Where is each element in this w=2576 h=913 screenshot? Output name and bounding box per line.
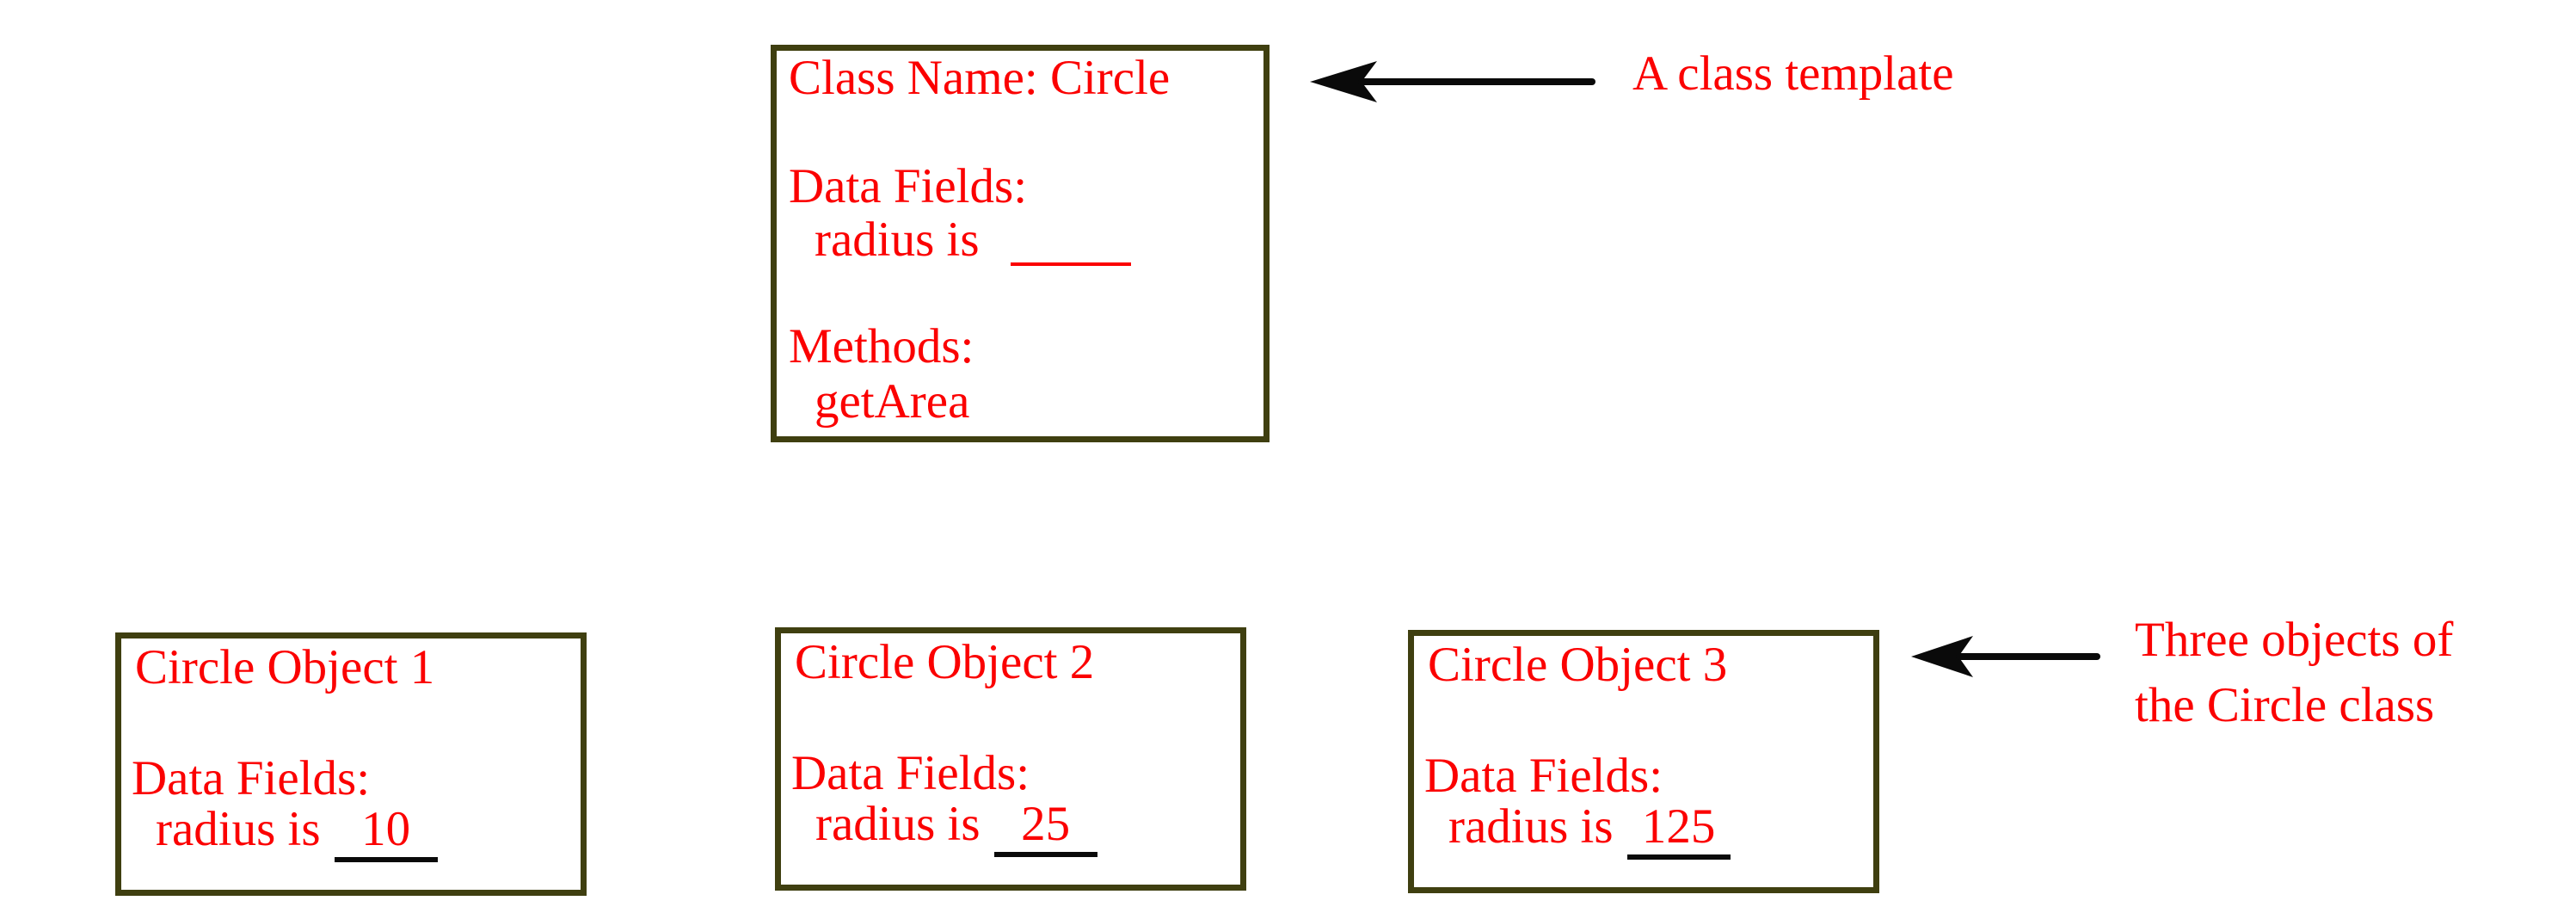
class-box-title: Class Name: Circle (789, 51, 1171, 105)
object-3-radius-value: 125 (1626, 799, 1731, 860)
class-box-radius-label: radius is (815, 213, 980, 267)
object-1-radius-value: 10 (334, 802, 438, 862)
class-annotation-label: A class template (1632, 46, 1954, 101)
radius-blank-line (1010, 223, 1131, 266)
object-1-radius-row: radius is 10 (156, 802, 438, 862)
object-3-title: Circle Object 3 (1428, 638, 1728, 692)
objects-annotation-line2: the Circle class (2135, 678, 2435, 732)
class-box-method-name: getArea (815, 374, 970, 429)
circle-object-3-box: Circle Object 3 Data Fields: radius is 1… (1408, 630, 1879, 893)
object-2-radius-row: radius is 25 (815, 797, 1097, 857)
object-2-radius-value: 25 (993, 797, 1097, 857)
object-1-data-fields-label: Data Fields: (132, 751, 371, 805)
class-template-box: Class Name: Circle Data Fields: radius i… (771, 45, 1270, 442)
objects-annotation-line1: Three objects of (2135, 613, 2454, 667)
circle-object-1-box: Circle Object 1 Data Fields: radius is 1… (115, 632, 587, 896)
circle-object-2-box: Circle Object 2 Data Fields: radius is 2… (775, 627, 1246, 891)
object-3-radius-row: radius is 125 (1448, 799, 1731, 860)
class-box-data-fields-label: Data Fields: (789, 159, 1028, 213)
class-template-arrow-icon (1310, 61, 1595, 102)
object-2-data-fields-label: Data Fields: (791, 746, 1030, 800)
object-3-data-fields-label: Data Fields: (1424, 749, 1663, 803)
class-box-radius-row: radius is (815, 213, 1131, 266)
objects-arrow-icon (1911, 636, 2100, 677)
object-2-title: Circle Object 2 (795, 635, 1095, 689)
objects-annotation-label: Three objects of the Circle class (2135, 608, 2453, 738)
object-1-title: Circle Object 1 (135, 640, 435, 694)
object-3-radius-label: radius is (1448, 799, 1614, 854)
class-box-methods-label: Methods: (789, 319, 974, 373)
object-1-radius-label: radius is (156, 802, 321, 856)
object-2-radius-label: radius is (815, 797, 981, 851)
